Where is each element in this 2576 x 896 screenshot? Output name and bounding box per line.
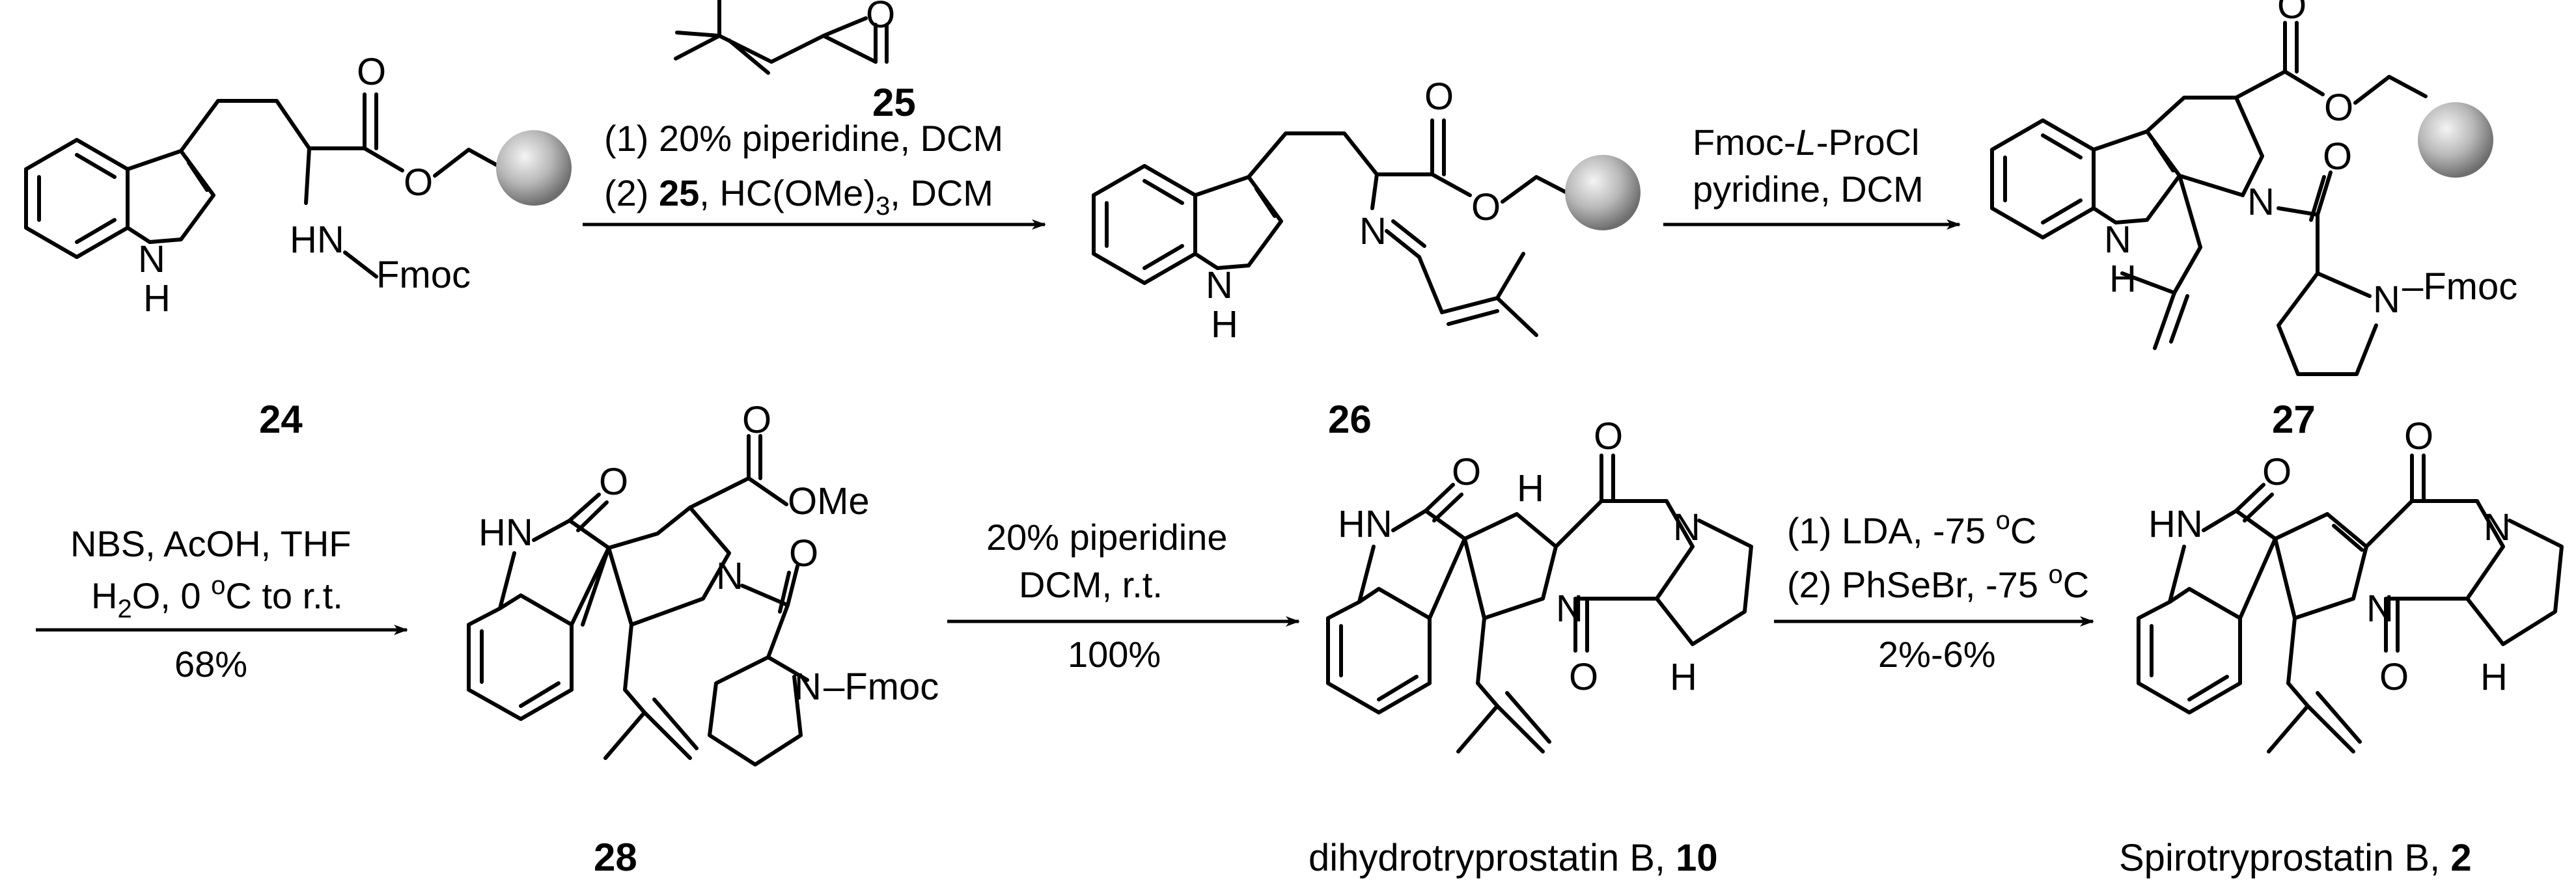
carbonyl-o-26: O (1424, 75, 1454, 118)
step2-condition-2: pyridine, DCM (1693, 169, 1924, 210)
compound-28-structure: HN O O OMe N O N –Fmoc (467, 399, 939, 767)
hn-atom-28: HN (478, 511, 533, 554)
ring-n-2b: N (2484, 506, 2511, 549)
resin-bead-icon (2418, 102, 2493, 178)
reagent-25-structure: O (674, 0, 895, 75)
pro-n-27: N (2373, 278, 2400, 321)
ring-n-2a: N (2366, 588, 2394, 630)
hn-atom: HN (290, 219, 344, 261)
hn-atom-10: HN (1338, 503, 1392, 545)
step2-condition-1: Fmoc-L-ProCl (1693, 122, 1920, 163)
nh-atom-27: N (2104, 219, 2131, 261)
step4-condition-1: 20% piperidine (986, 517, 1227, 558)
h-atom-10a: H (1517, 467, 1544, 509)
ester-o-26: O (1471, 186, 1501, 228)
step4-condition-2: DCM, r.t. (1019, 564, 1163, 605)
carbonyl-o-10a: O (1594, 415, 1623, 457)
compound-27-structure: N H N O O O N –Fmoc (1990, 0, 2517, 376)
ring-n-27: N (2247, 181, 2275, 223)
compound-2-name: Spirotryprostatin B, 2 (2119, 837, 2472, 879)
fmoc-label: Fmoc (376, 254, 471, 296)
nh-atom-26: N (1206, 264, 1233, 306)
compound-10-structure: HN O H O N N O H (1326, 415, 1753, 753)
step5-condition-1: (1) LDA, -75 oC (1787, 506, 2036, 551)
fmoc-label-27: –Fmoc (2402, 265, 2517, 308)
hn-atom-2: HN (2148, 503, 2203, 545)
pro-n-28: N (794, 666, 822, 708)
amide-o-28: O (789, 532, 818, 575)
ester-o-27: O (2324, 87, 2353, 129)
lactam-o-10: O (1452, 451, 1481, 493)
lactam-o-28: O (599, 461, 628, 503)
h-atom-26: H (1211, 303, 1238, 346)
compound-25-label: 25 (872, 81, 916, 124)
compound-2-structure: HN O O N N O H (2137, 415, 2564, 753)
resin-bead-icon (1565, 155, 1641, 230)
h-atom-2: H (2480, 656, 2508, 698)
resin-bead-icon (496, 130, 572, 206)
compound-27-label: 27 (2272, 398, 2316, 441)
compound-24-label: 24 (259, 398, 303, 441)
carbonyl-o: O (357, 51, 386, 93)
ester-carbonyl-o-28: O (742, 399, 771, 441)
compound-10-name: dihydrotryprostatin B, 10 (1309, 837, 1718, 879)
compound-26-structure: N H N O O (1092, 75, 1641, 346)
h-atom-10b: H (1670, 656, 1697, 698)
aldehyde-o: O (866, 0, 895, 36)
fmoc-label-28: –Fmoc (824, 666, 939, 708)
amide-o-27: O (2323, 135, 2352, 178)
step5-condition-2: (2) PhSeBr, -75 oC (1787, 560, 2089, 605)
step4-yield: 100% (1068, 634, 1161, 675)
compound-24-structure: N H HN Fmoc O O (24, 51, 572, 319)
step5-yield: 2%-6% (1878, 634, 1996, 675)
ome-label-28: OMe (788, 480, 870, 523)
step1-condition-2: (2) 25, HC(OMe)3, DCM (604, 172, 993, 221)
step1-condition-1: (1) 20% piperidine, DCM (604, 118, 1003, 159)
ring-n-10b: N (1673, 506, 1700, 549)
step3-condition-2: H2O, 0 oC to r.t. (91, 571, 343, 623)
carbonyl-o-2a: O (2404, 415, 2433, 457)
compound-26-label: 26 (1328, 398, 1372, 441)
carbonyl-o-10b: O (1569, 656, 1598, 698)
step3-yield: 68% (174, 644, 247, 685)
compound-28-label: 28 (594, 835, 637, 879)
lactam-o-2: O (2262, 451, 2292, 493)
ester-o: O (404, 161, 433, 204)
h-atom: H (143, 277, 171, 319)
nh-atom: N (138, 238, 165, 280)
imine-n: N (1359, 210, 1387, 252)
step3-condition-1: NBS, AcOH, THF (70, 523, 351, 564)
ring-n-28: N (716, 555, 743, 597)
ring-n-10a: N (1556, 588, 1583, 630)
carbonyl-o-2b: O (2379, 656, 2409, 698)
carbonyl-o-27: O (2277, 0, 2306, 27)
